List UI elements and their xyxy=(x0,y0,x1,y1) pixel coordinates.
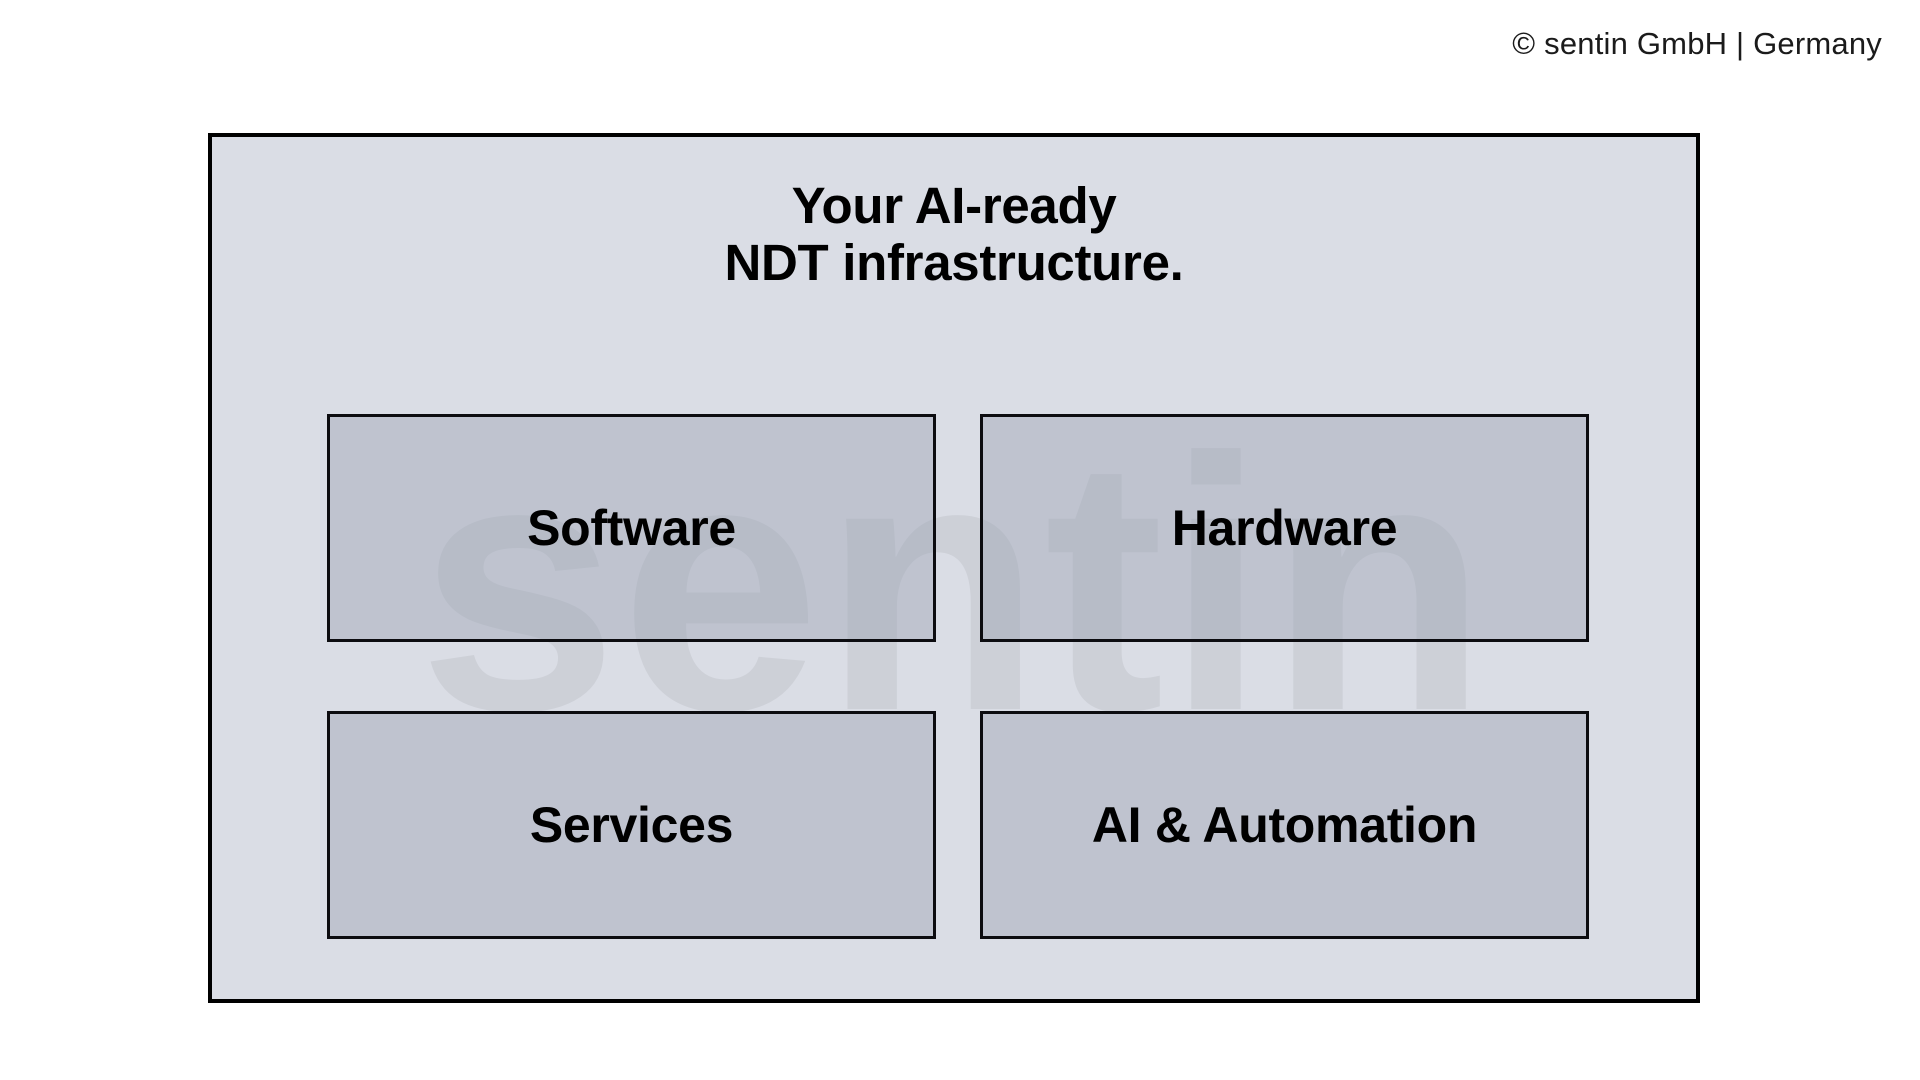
pillar-card-hardware[interactable]: Hardware xyxy=(980,414,1589,642)
panel-heading: Your AI-ready NDT infrastructure. xyxy=(212,177,1696,291)
pillar-card-ai-automation[interactable]: AI & Automation xyxy=(980,711,1589,939)
pillar-card-label: Services xyxy=(529,797,734,853)
pillar-card-label: Hardware xyxy=(1171,500,1398,556)
pillar-card-services[interactable]: Services xyxy=(327,711,936,939)
copyright-notice: © sentin GmbH | Germany xyxy=(1512,26,1882,61)
pillar-card-label: Software xyxy=(527,500,736,556)
pillar-card-label: AI & Automation xyxy=(1091,797,1478,853)
heading-line-2: NDT infrastructure. xyxy=(724,234,1184,292)
pillar-card-grid: Software Hardware Services AI & Automati… xyxy=(327,414,1589,939)
heading-line-1: Your AI-ready xyxy=(791,177,1117,234)
pillar-card-software[interactable]: Software xyxy=(327,414,936,642)
infrastructure-panel: sentin Your AI-ready NDT infrastructure.… xyxy=(208,133,1700,1003)
